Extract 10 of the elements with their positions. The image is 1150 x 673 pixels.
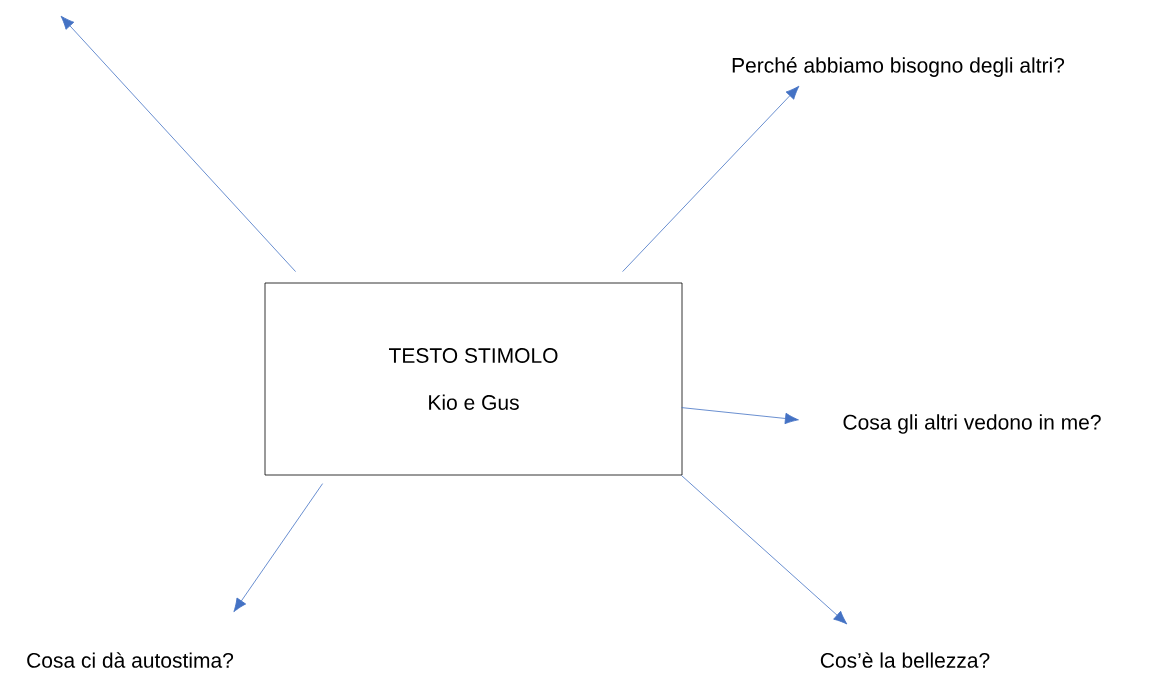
question-text: Perché abbiamo bisogno degli altri? [732,57,1065,77]
arrow [60,15,296,272]
question-text: Cosa gli altri vedono in me? [843,414,1101,434]
question-text: Cosa ci dà autostima? [27,652,234,668]
arrow [681,475,848,625]
arrow [233,483,323,613]
text-box: TESTO STIMOLO Kio e Gus [264,282,683,476]
question-text: Cos’è la bellezza? [820,652,990,668]
arrow [681,407,799,425]
arrow [622,85,800,272]
